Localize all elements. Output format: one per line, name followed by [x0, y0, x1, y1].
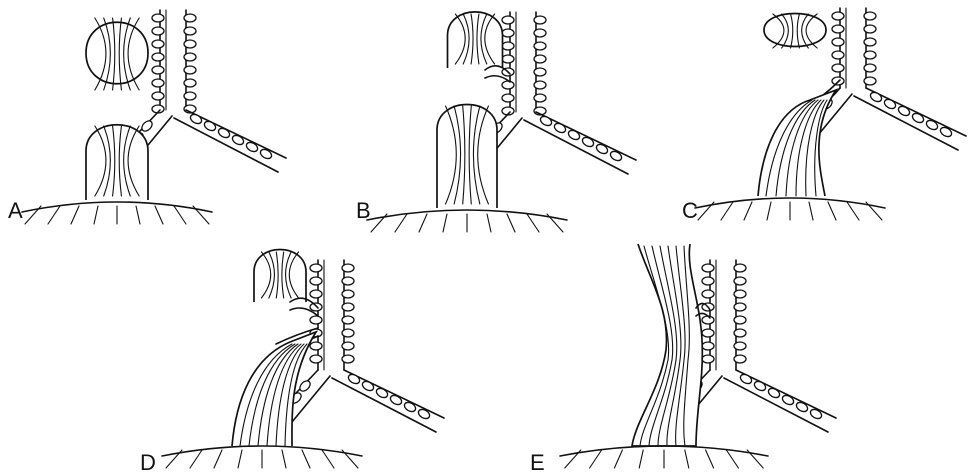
- trachea: [832, 8, 876, 88]
- stomach-base: [162, 446, 362, 468]
- panel-a-drawing: [0, 0, 320, 230]
- trachea: [152, 10, 196, 113]
- stomach-base: [22, 202, 212, 224]
- lower-esophageal-pouch: [86, 125, 148, 200]
- right-bronchus: [854, 88, 966, 150]
- right-bronchus: [524, 112, 636, 174]
- upper-esophageal-pouch: [764, 14, 826, 49]
- lower-esophagus: [758, 90, 836, 196]
- stomach-base: [695, 198, 885, 220]
- panel-label-c: C: [682, 200, 698, 222]
- upper-esophageal-pouch: [448, 12, 503, 68]
- stomach-base: [560, 446, 768, 468]
- stomach-base: [367, 210, 567, 232]
- panel-c-drawing: [660, 0, 978, 230]
- panel-label-d: D: [140, 452, 156, 474]
- lower-esophageal-pouch: [437, 105, 497, 209]
- panel-d-drawing: [140, 240, 500, 476]
- right-bronchus: [332, 370, 444, 432]
- panel-label-b: B: [356, 200, 371, 222]
- right-bronchus: [174, 110, 286, 172]
- panel-e-drawing: [520, 240, 880, 476]
- panel-b-drawing: [330, 0, 660, 230]
- trachea: [702, 260, 746, 370]
- upper-esophageal-pouch: [86, 18, 148, 90]
- upper-esophageal-pouch: [254, 250, 306, 303]
- continuous-esophagus: [632, 244, 702, 446]
- trachea: [502, 12, 546, 115]
- panel-label-e: E: [530, 452, 545, 474]
- right-bronchus: [724, 370, 836, 432]
- panel-label-a: A: [8, 200, 23, 222]
